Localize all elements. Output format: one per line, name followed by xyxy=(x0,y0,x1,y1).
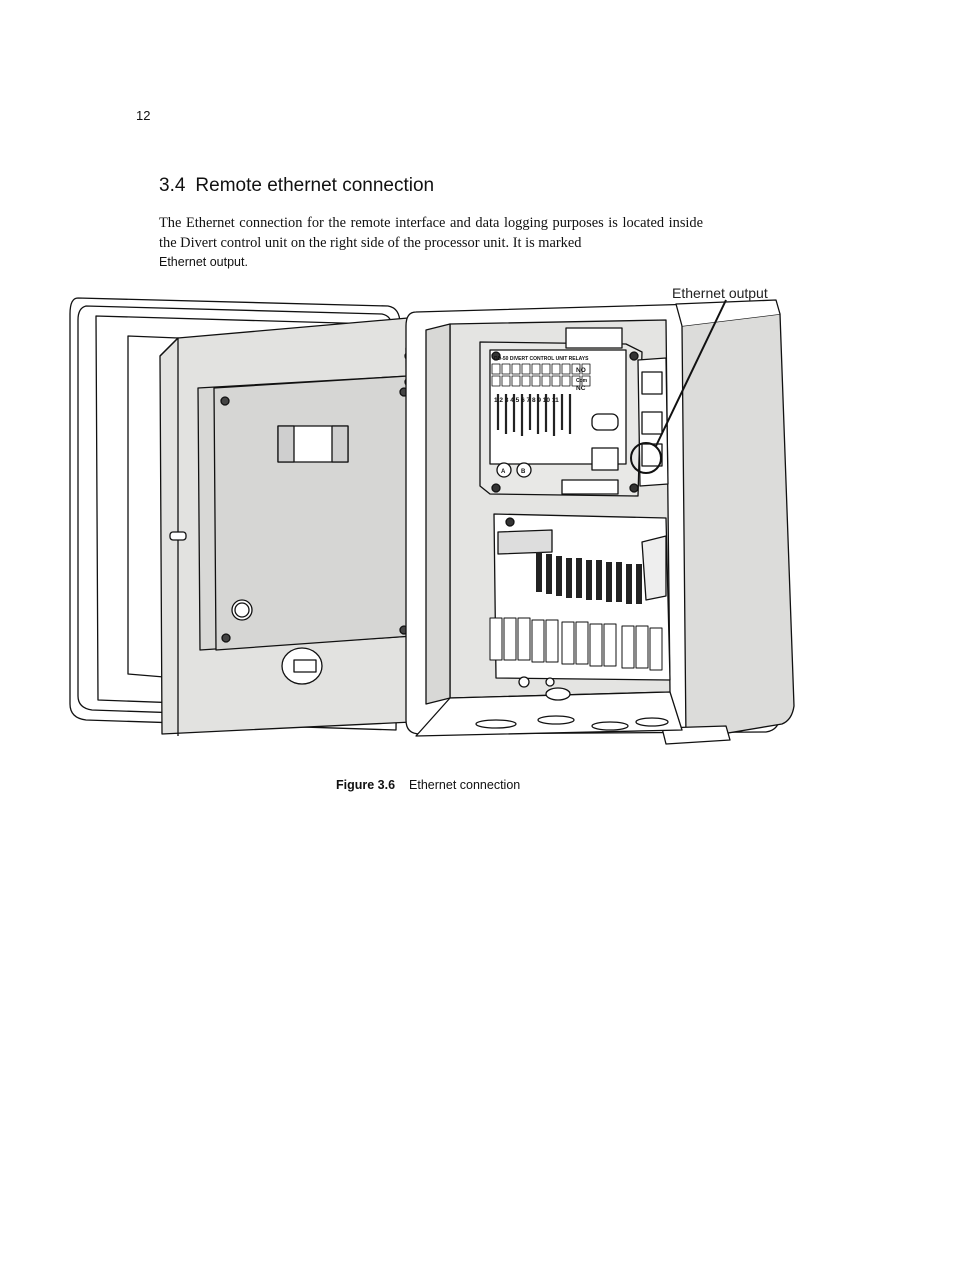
enclosure-illustration: DD-50 DIVERT CONTROL UNIT RELAYS NO Com … xyxy=(69,297,795,745)
figure-number: Figure 3.6 xyxy=(336,778,396,792)
relay-terminals: 1 2 3 4 5 6 7 8 9 10 11 xyxy=(494,397,559,404)
enclosure-figure: DD-50 DIVERT CONTROL UNIT RELAYS NO Com … xyxy=(66,284,796,758)
section-title: Remote ethernet connection xyxy=(195,175,435,196)
relay-header: DD-50 DIVERT CONTROL UNIT RELAYS xyxy=(494,356,589,362)
figure-caption-text: Ethernet connection xyxy=(409,778,521,792)
section-heading: 3.4 Remote ethernet connection xyxy=(159,175,434,197)
relay-no: NO xyxy=(576,367,586,374)
ethernet-output-callout: Ethernet output xyxy=(672,285,768,301)
relay-nc: NC xyxy=(576,385,586,392)
section-number: 3.4 xyxy=(159,175,186,196)
section-body-text: The Ethernet connection for the remote i… xyxy=(159,215,703,251)
relay-a: A xyxy=(501,469,506,475)
section-body: The Ethernet connection for the remote i… xyxy=(159,214,703,273)
relay-b: B xyxy=(521,469,526,475)
figure-caption: Figure 3.6 Ethernet connection xyxy=(336,778,520,792)
page-number: 12 xyxy=(136,108,151,123)
marked-label: Ethernet output. xyxy=(159,255,248,269)
relay-com: Com xyxy=(576,378,588,384)
